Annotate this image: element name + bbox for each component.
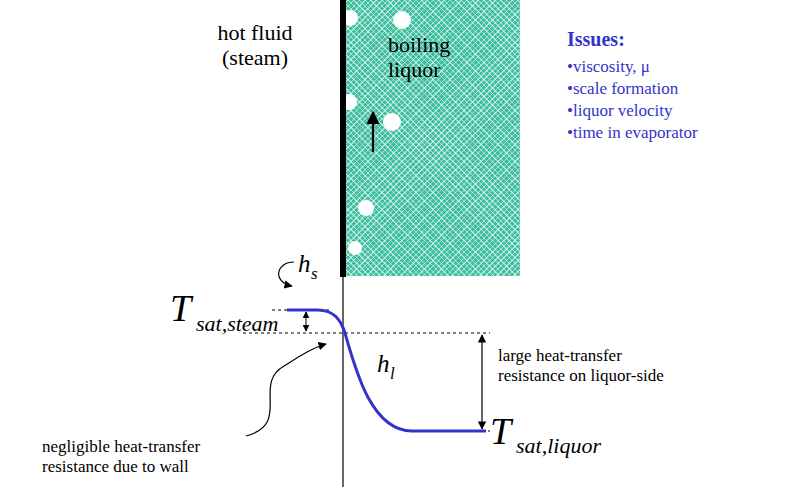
temperature-subscript: sat,liquor <box>516 433 601 458</box>
temperature-symbol: T <box>490 410 511 454</box>
issue-item: •viscosity, μ <box>567 57 650 77</box>
region-label: boiling liquor <box>388 32 470 83</box>
issue-item: •scale formation <box>567 79 678 99</box>
leader-line <box>279 262 294 286</box>
temperature-subscript: sat,steam <box>196 311 279 336</box>
dashed-levels <box>243 310 490 431</box>
issues-heading: Issues: <box>567 28 625 51</box>
temperature-symbol: T <box>170 287 191 331</box>
fluid-label: hot fluid (steam) <box>200 20 310 71</box>
coefficient-symbol: h <box>298 250 311 279</box>
leader-line <box>246 344 326 436</box>
bubble <box>346 94 357 110</box>
bubble <box>346 10 358 26</box>
coefficient-symbol: h <box>377 350 390 379</box>
bubble <box>348 241 362 255</box>
coefficient-subscript: l <box>390 364 395 384</box>
issue-item: •liquor velocity <box>567 101 673 121</box>
flow-arrow <box>372 112 374 152</box>
coefficient-subscript: s <box>311 264 318 284</box>
temperature-profile <box>287 310 486 431</box>
wall-note: negligible heat-transfer resistance due … <box>42 437 247 476</box>
bubble <box>393 11 411 29</box>
issue-item: •time in evaporator <box>567 123 698 143</box>
resistance-note: large heat-transfer resistance on liquor… <box>498 346 688 385</box>
wall-axis <box>342 277 343 487</box>
dimension-arrow <box>306 312 307 331</box>
dimension-arrow <box>481 335 482 429</box>
liquor-region: boiling liquor <box>346 0 520 276</box>
bubble <box>383 113 401 131</box>
bubble <box>358 200 374 216</box>
